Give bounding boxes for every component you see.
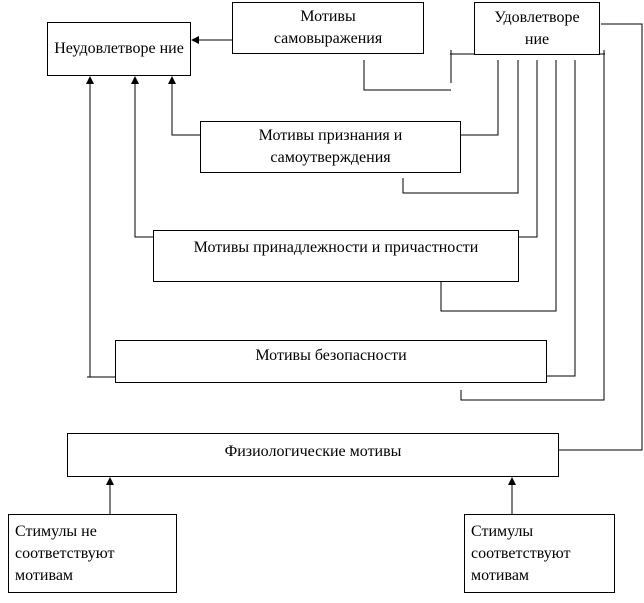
stimuli-match-box: Стимулы соответствуют мотивам	[464, 514, 615, 593]
belonging-motives-box: Мотивы принадлежности и причастности	[153, 230, 519, 282]
recognition-motives-box: Мотивы признания и самоутверждения	[200, 121, 461, 173]
dissatisfaction-box: Неудовлетворе ние	[47, 22, 191, 76]
self-expression-box: Мотивы самовыражения	[232, 2, 424, 54]
stimuli-mismatch-box: Стимулы не соответствуют мотивам	[8, 514, 177, 593]
physiological-motives-box: Физиологические мотивы	[67, 433, 559, 477]
safety-motives-box: Мотивы безопасности	[115, 340, 547, 383]
satisfaction-box: Удовлетворе ние	[474, 2, 600, 55]
